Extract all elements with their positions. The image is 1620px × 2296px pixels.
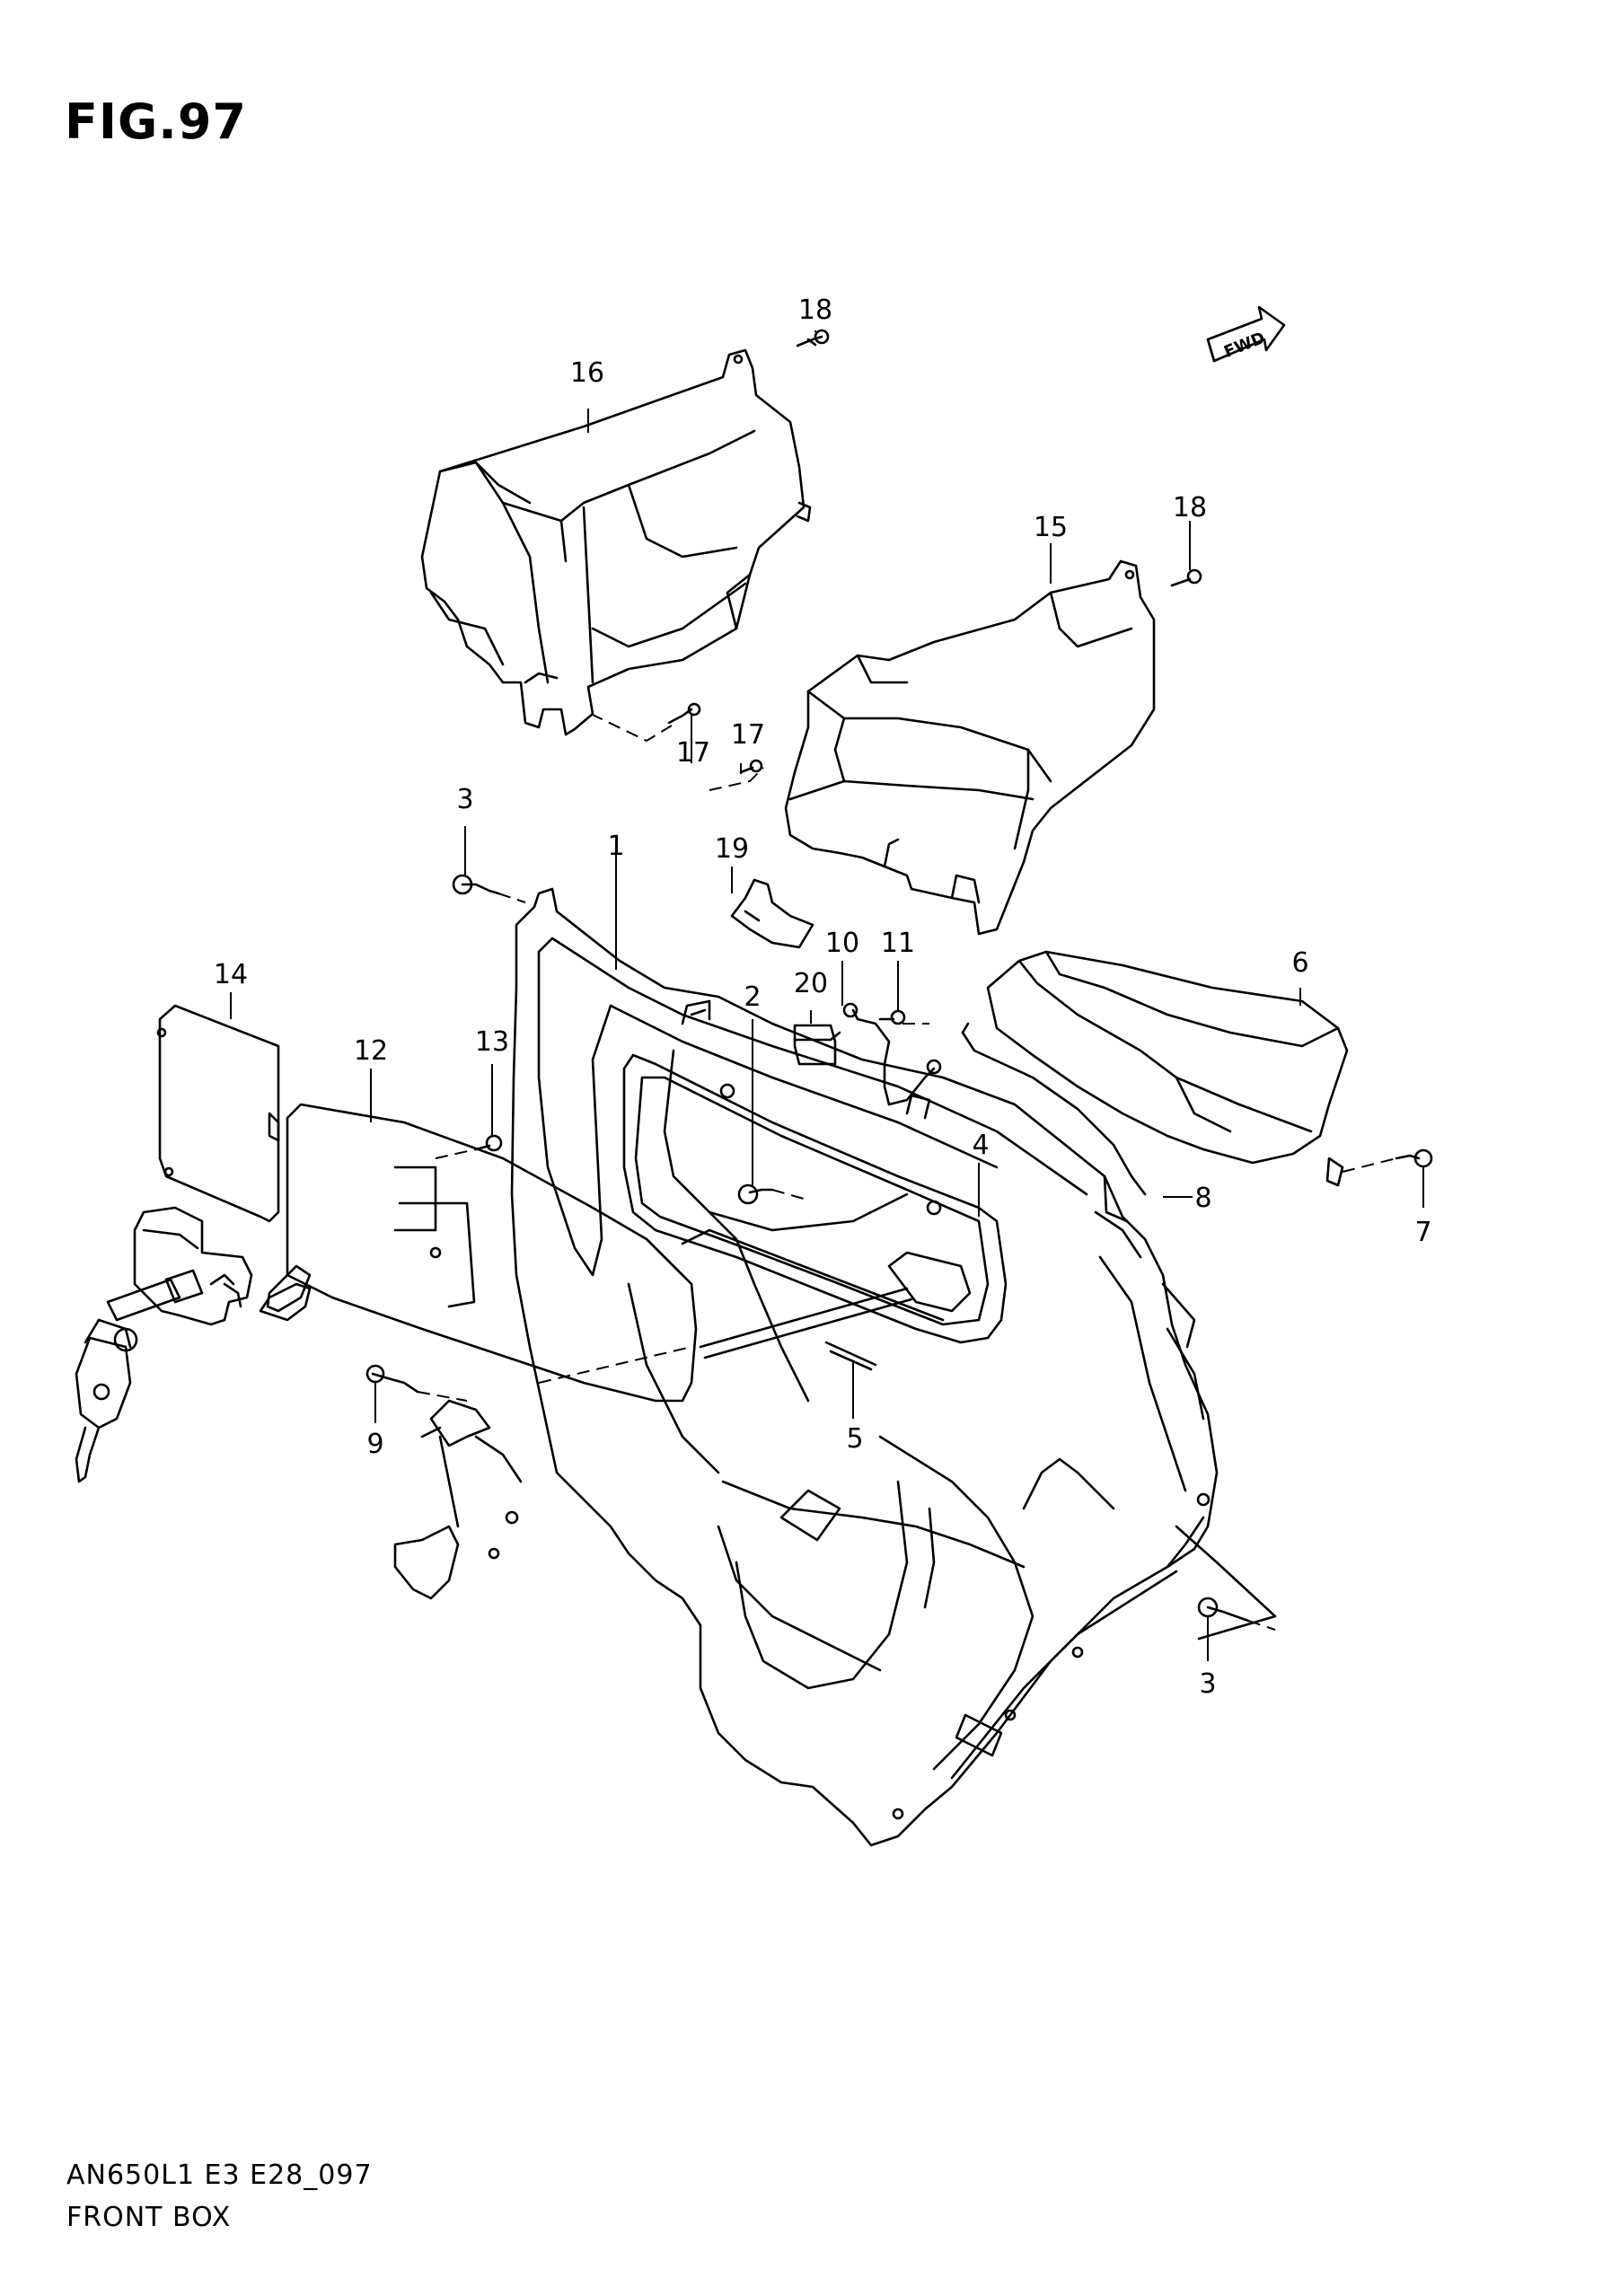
callout-10: 10 (825, 928, 859, 959)
callout-15: 15 (1034, 512, 1068, 543)
screw-7 (1395, 1148, 1433, 1168)
callout-17-b: 17 (731, 719, 765, 751)
part-4-inner-frame (622, 1053, 1008, 1344)
screw-2 (737, 1183, 774, 1205)
part-19-pad (730, 878, 814, 949)
lower-bracket (393, 1435, 523, 1600)
part-5-rod (699, 1287, 913, 1371)
callout-19: 19 (715, 833, 749, 865)
callout-18-right: 18 (1173, 492, 1207, 523)
callout-9: 9 (366, 1429, 383, 1460)
screw-17-b (739, 759, 763, 774)
diagram-name: FRONT BOX (66, 2202, 232, 2233)
part-10-wire (842, 1002, 942, 1106)
callout-5: 5 (846, 1423, 863, 1455)
figure-title: FIG.97 (65, 93, 247, 150)
part-6-side-cover (986, 950, 1349, 1187)
screw-3-lower (1197, 1597, 1250, 1623)
hinge-part (259, 1282, 491, 1447)
callout-1: 1 (607, 831, 624, 862)
callout-7: 7 (1414, 1217, 1431, 1248)
part-14-cover (156, 1004, 280, 1223)
screw-11 (878, 1009, 906, 1025)
callout-16: 16 (570, 357, 604, 389)
callout-20: 20 (794, 968, 828, 999)
part-20-block (793, 1024, 841, 1066)
assembly-lines (417, 713, 1397, 1631)
callout-12: 12 (354, 1035, 388, 1067)
callout-3-upper: 3 (456, 784, 473, 815)
screw-3-upper (452, 874, 500, 895)
lock-assembly (133, 1206, 312, 1326)
callout-4: 4 (972, 1130, 989, 1161)
part-12-lid (286, 1103, 698, 1403)
callout-14: 14 (214, 959, 248, 990)
part-15-duct (784, 559, 1156, 936)
callout-labels: 18 16 18 15 17 17 3 1 19 10 11 20 2 6 14… (214, 295, 1432, 1700)
callout-3-lower: 3 (1199, 1668, 1216, 1700)
screw-18-top (796, 329, 830, 347)
bolt-9 (365, 1364, 419, 1394)
part-16-duct (420, 348, 812, 736)
callout-6: 6 (1291, 947, 1308, 979)
leader-lines (230, 330, 1424, 1661)
part-8-wire (961, 1022, 1147, 1196)
diagram-code: AN650L1 E3 E28_097 (66, 2160, 373, 2191)
screw-13 (474, 1134, 503, 1152)
key-icon (75, 1269, 204, 1483)
callout-18-top: 18 (798, 295, 832, 326)
screw-17-a (667, 702, 701, 725)
callout-2: 2 (744, 981, 761, 1013)
callout-13: 13 (475, 1026, 509, 1058)
callout-17-a: 17 (676, 737, 710, 769)
screw-18-right (1170, 568, 1202, 587)
fwd-arrow-icon: FWD (1206, 305, 1286, 363)
callout-8: 8 (1194, 1183, 1211, 1214)
callout-11: 11 (881, 928, 915, 959)
